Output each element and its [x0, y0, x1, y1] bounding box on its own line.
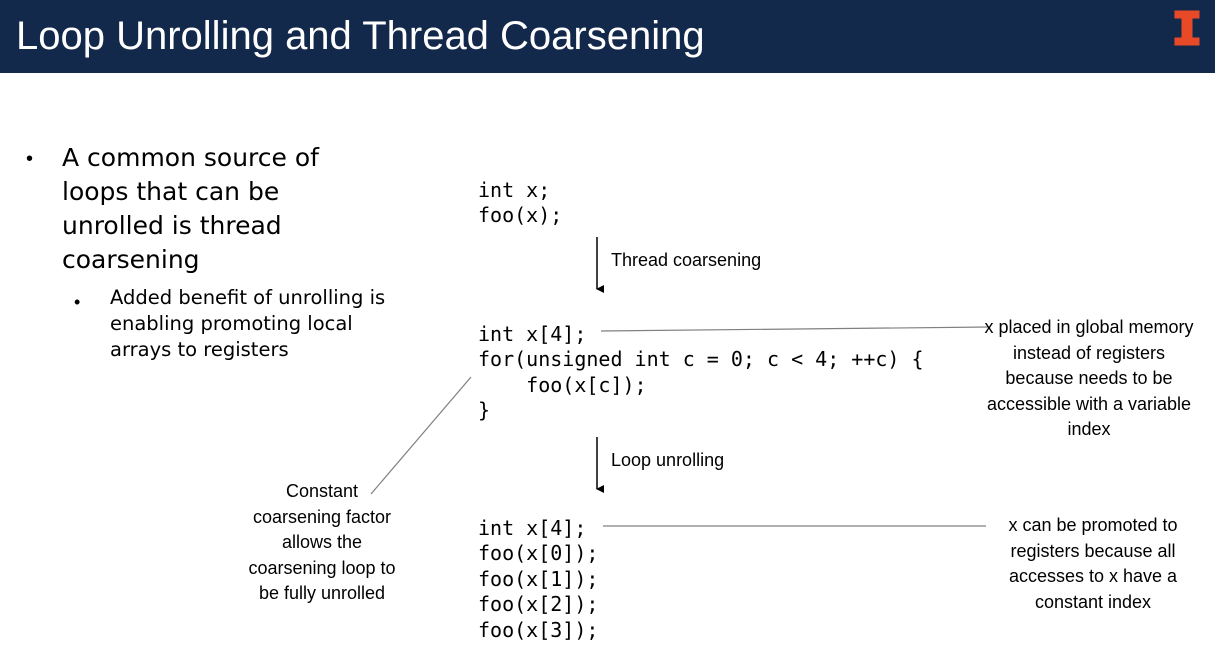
code-original: int x; foo(x);: [478, 178, 563, 228]
loop-unrolling-label: Loop unrolling: [611, 450, 725, 470]
code-unrolled: int x[4]; foo(x[0]); foo(x[1]); foo(x[2]…: [478, 516, 599, 642]
note-global-memory: x placed in global memory instead of reg…: [984, 317, 1194, 439]
bullet-main: A common source of loops that can be unr…: [62, 143, 319, 274]
title-bar: Loop Unrolling and Thread Coarsening: [0, 0, 1215, 73]
constant-factor-connector: [370, 376, 472, 495]
code-coarsened: int x[4]; for(unsigned int c = 0; c < 4;…: [478, 322, 924, 423]
bullet-sub: Added benefit of unrolling is enabling p…: [110, 286, 386, 361]
sub-bullet-dot: •: [74, 292, 81, 312]
note-constant-factor: Constant coarsening factor allows the co…: [248, 481, 396, 603]
slide-title: Loop Unrolling and Thread Coarsening: [16, 14, 705, 58]
note-promoted: x can be promoted to registers because a…: [1008, 515, 1178, 612]
thread-coarsening-label: Thread coarsening: [611, 250, 762, 270]
bullet-dot: •: [26, 148, 34, 170]
global-memory-connector: [600, 326, 991, 332]
illinois-logo-icon: [1173, 9, 1201, 47]
